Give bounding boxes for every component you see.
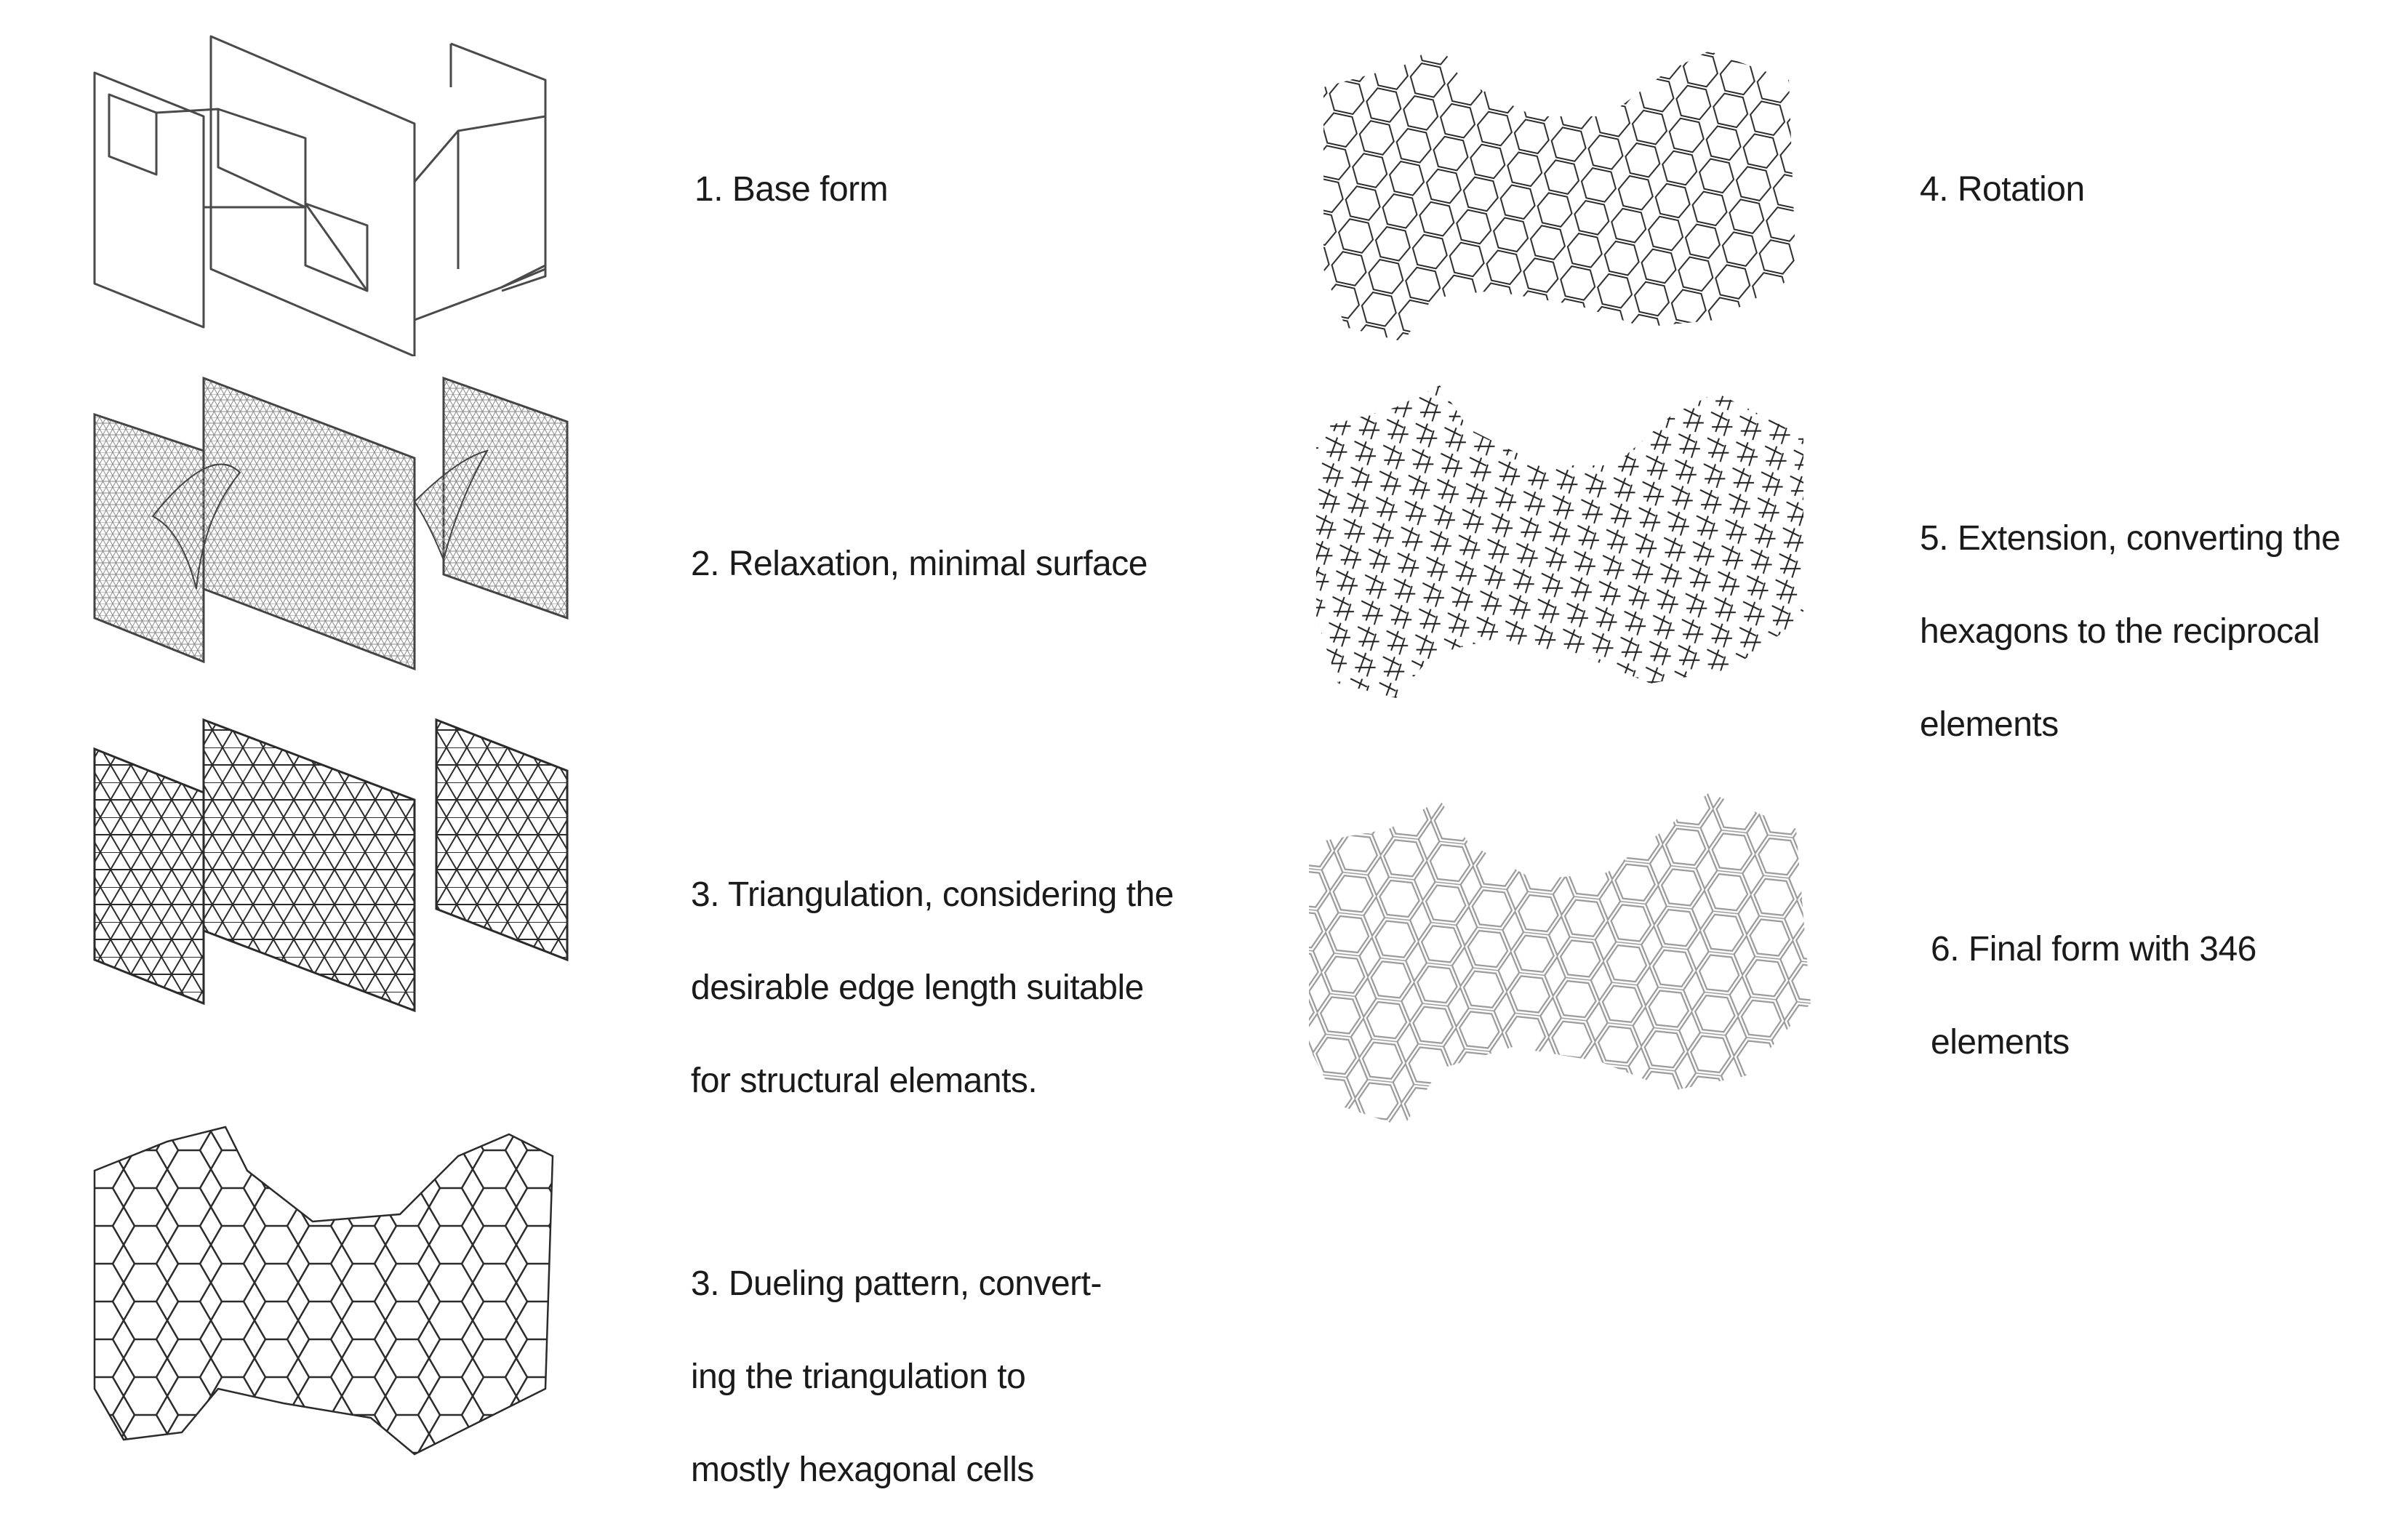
caption-line: desirable edge length suitable	[691, 968, 1144, 1007]
caption-line: elements	[1920, 705, 2059, 744]
caption-line: hexagons to the reciprocal	[1920, 612, 2320, 651]
caption-line: ing the triangulation to	[691, 1357, 1026, 1396]
diagram-extension	[1316, 385, 1803, 698]
caption-line: 2. Relaxation, minimal surface	[691, 545, 1148, 583]
caption-step-2: 2. Relaxation, minimal surface	[691, 494, 1148, 634]
caption-line: 5. Extension, converting the	[1920, 519, 2341, 558]
caption-line: mostly hexagonal cells	[691, 1451, 1034, 1489]
caption-line: for structural elemants.	[691, 1062, 1038, 1100]
diagram-relaxation	[80, 371, 574, 676]
caption-step-1: 1. Base form	[694, 120, 889, 260]
caption-step-3: 3. Triangulation, considering the desira…	[691, 825, 1174, 1151]
diagram-base-form	[80, 29, 574, 356]
caption-line: 3. Dueling pattern, convert-	[691, 1264, 1102, 1303]
diagram-final-form	[1309, 793, 1811, 1127]
caption-step-4: 4. Rotation	[1920, 120, 2085, 260]
caption-step-3b: 3. Dueling pattern, convert- ing the tri…	[691, 1214, 1102, 1540]
caption-step-5: 5. Extension, converting the hexagons to…	[1920, 469, 2341, 795]
caption-line: 4. Rotation	[1920, 170, 2085, 209]
diagram-rotation	[1323, 44, 1796, 342]
caption-line: 6. Final form with 346	[1931, 930, 2256, 968]
caption-step-6: 6. Final form with 346 elements	[1931, 880, 2256, 1112]
diagram-triangulation	[80, 713, 574, 1018]
caption-line: elements	[1931, 1023, 2070, 1062]
diagram-dueling-pattern	[80, 1112, 574, 1461]
caption-line: 3. Triangulation, considering the	[691, 875, 1174, 914]
caption-line: 1. Base form	[694, 170, 889, 209]
